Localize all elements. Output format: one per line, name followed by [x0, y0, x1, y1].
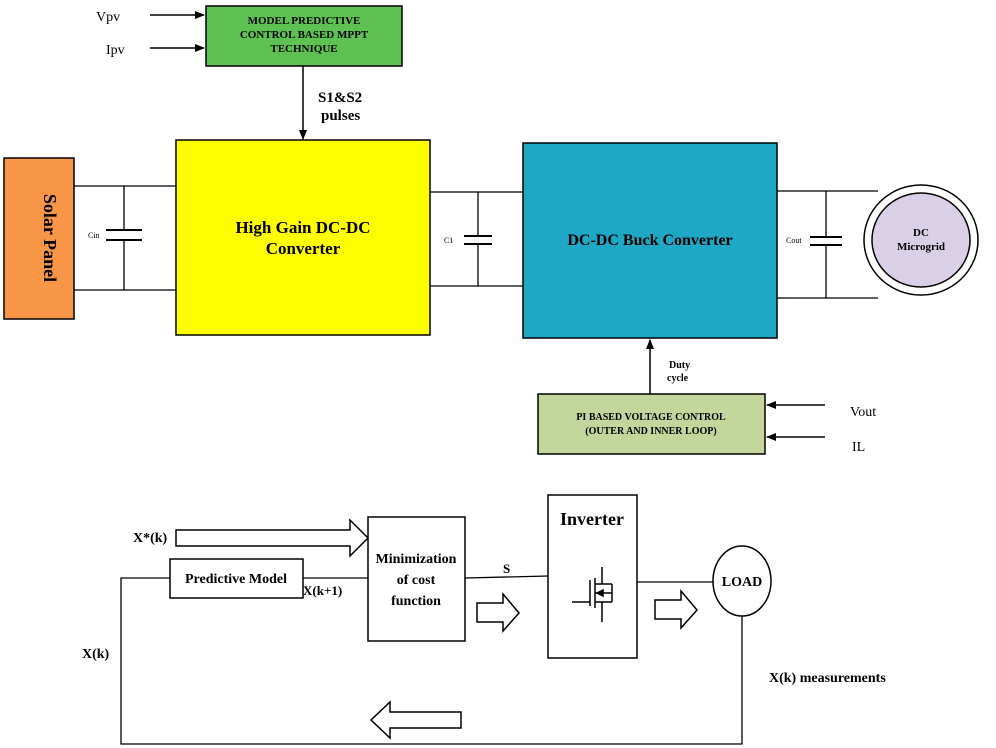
microgrid-label-1: DC: [913, 227, 929, 239]
cout-circuit: [777, 190, 878, 299]
il-label: IL: [852, 440, 865, 455]
solar-panel-label: Solar Panel: [40, 194, 60, 282]
load-block: LOAD: [712, 545, 772, 617]
minimization-label-1: Minimization: [376, 552, 457, 567]
vout-label: Vout: [850, 405, 876, 420]
mppt-block: MODEL PREDICTIVE CONTROL BASED MPPT TECH…: [205, 5, 403, 67]
high-gain-label-2: Converter: [266, 239, 341, 258]
high-gain-converter: High Gain DC-DC Converter: [175, 139, 431, 336]
c1-circuit: [430, 191, 523, 287]
high-gain-box: [175, 139, 431, 336]
cin-circuit: [74, 185, 176, 291]
ipv-label: Ipv: [106, 43, 125, 58]
mppt-label-2: CONTROL BASED MPPT: [240, 29, 369, 41]
dc-microgrid: DC Microgrid: [863, 184, 979, 296]
pulses-label-1: S1&S2: [318, 90, 362, 106]
duty-label-2: cycle: [667, 373, 689, 384]
measurements-label: X(k) measurements: [769, 671, 886, 686]
c1-label: C1: [444, 236, 453, 245]
pi-box: [537, 393, 766, 455]
cout-label: Cout: [786, 236, 802, 245]
mppt-label-1: MODEL PREDICTIVE: [248, 15, 361, 27]
predictive-model-label: Predictive Model: [185, 572, 287, 587]
microgrid-inner-circle: [871, 192, 971, 288]
feedback-label: X(k): [82, 647, 110, 662]
high-gain-label-1: High Gain DC-DC: [235, 218, 370, 237]
load-label: LOAD: [722, 575, 762, 590]
minimization-block: Minimization of cost function: [367, 516, 466, 642]
minimization-box: [367, 516, 466, 642]
inverter-block: Inverter: [547, 494, 638, 659]
minimization-to-inverter-arrow: [476, 591, 520, 633]
pi-control-block: PI BASED VOLTAGE CONTROL (OUTER AND INNE…: [537, 393, 766, 455]
buck-converter: DC-DC Buck Converter: [522, 142, 778, 339]
inverter-to-load-arrow: [654, 588, 698, 630]
microgrid-label-2: Microgrid: [897, 241, 945, 253]
duty-label-1: Duty: [669, 360, 690, 371]
vpv-label: Vpv: [96, 10, 120, 25]
mosfet-icon: [572, 567, 613, 622]
feedback-loop-line: [120, 577, 743, 745]
minimization-label-3: function: [391, 594, 441, 609]
switch-signal-label: S: [503, 561, 510, 576]
cin-label: Cin: [88, 231, 100, 240]
predictive-model: Predictive Model: [169, 558, 304, 599]
pulses-label-2: pulses: [321, 108, 360, 124]
reference-label: X*(k): [133, 531, 168, 546]
inverter-label: Inverter: [560, 509, 624, 529]
feedback-arrow: [369, 700, 462, 740]
inverter-box: [547, 494, 638, 659]
buck-label: DC-DC Buck Converter: [567, 232, 732, 249]
pi-label-1: PI BASED VOLTAGE CONTROL: [576, 412, 726, 423]
mppt-box: [205, 5, 403, 67]
pi-label-2: (OUTER AND INNER LOOP): [585, 426, 716, 437]
mppt-label-3: TECHNIQUE: [270, 43, 337, 55]
reference-arrow: [175, 518, 370, 558]
prediction-label: X(k+1): [303, 583, 342, 598]
switch-signal-line: [464, 575, 549, 579]
solar-panel-box: [3, 157, 75, 320]
buck-box: [522, 142, 778, 339]
minimization-label-2: of cost: [397, 573, 436, 588]
solar-panel: Solar Panel: [3, 157, 75, 320]
